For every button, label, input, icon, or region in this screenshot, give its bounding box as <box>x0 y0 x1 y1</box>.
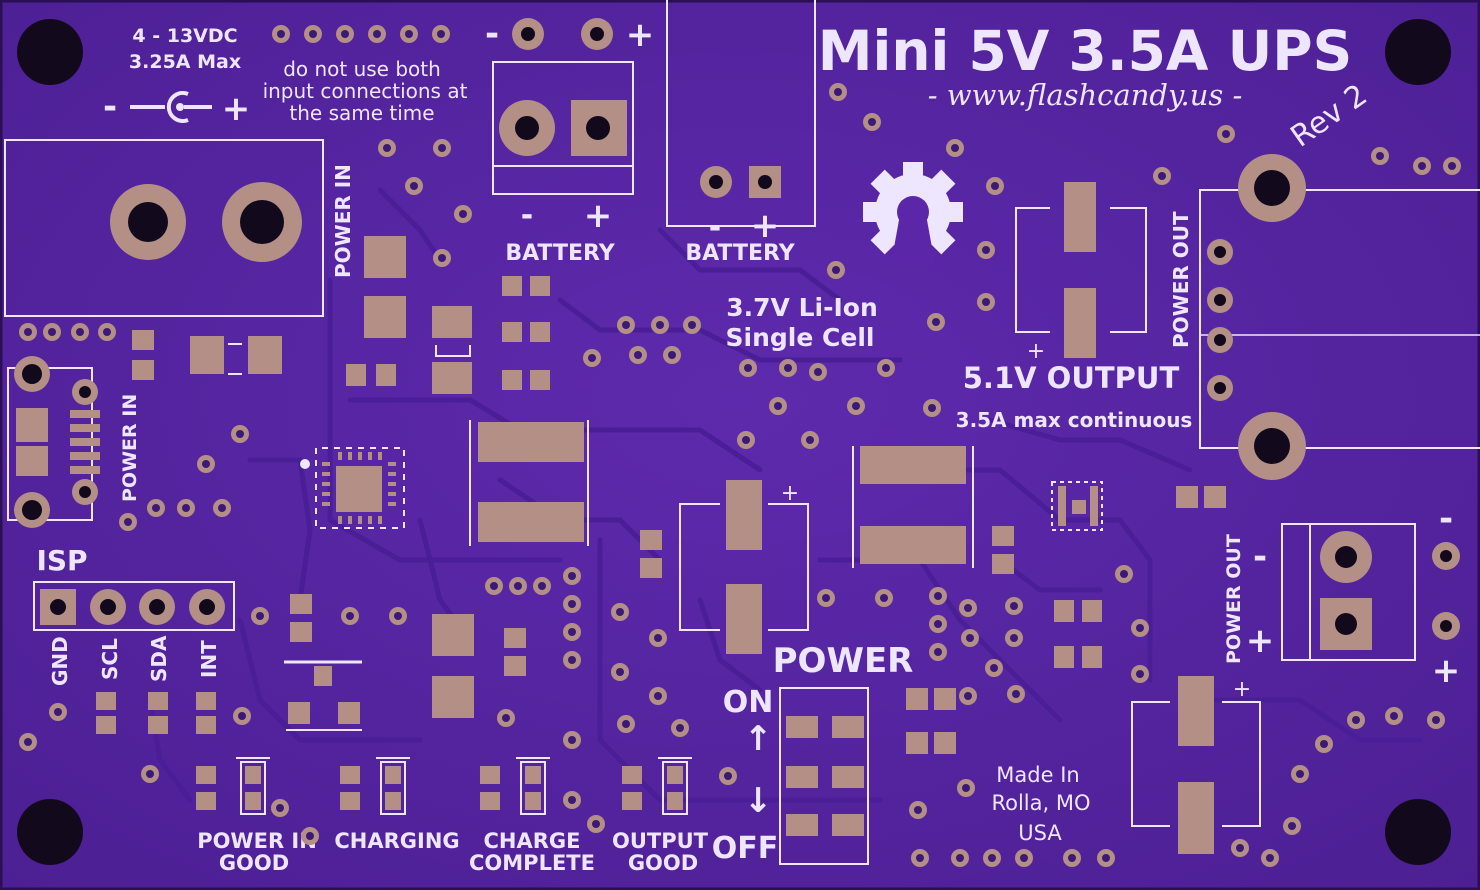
power-switch[interactable] <box>779 687 869 865</box>
vias <box>19 83 1461 867</box>
battery-2-plus: + <box>751 206 780 246</box>
isp-header-outline <box>33 581 235 631</box>
microcontroller-chip <box>300 447 405 529</box>
isp-title: ISP <box>36 544 87 577</box>
power-inductor-2 <box>852 446 974 568</box>
switch-on-label: ON <box>723 685 774 720</box>
battery-cell-line-2: Single Cell <box>726 323 875 352</box>
input-warning-line-2: input connections at <box>263 79 468 103</box>
battery-label-2: BATTERY <box>685 241 795 266</box>
battery-header-minus: - <box>485 14 499 54</box>
small-header <box>19 323 116 341</box>
diode-outline <box>435 345 471 357</box>
mounting-holes <box>17 19 1451 865</box>
origin-line-3: USA <box>1018 821 1062 845</box>
isp-pin-sda: SDA <box>147 635 171 682</box>
battery-header: - + <box>485 14 654 55</box>
capacitor-bottom-right: + <box>1131 676 1261 854</box>
output-header-minus: - <box>1439 499 1453 539</box>
power-out-label: POWER OUT <box>1169 211 1193 348</box>
led-charge-complete-line-2: COMPLETE <box>469 851 595 875</box>
led-indicators <box>196 757 692 815</box>
smd-components <box>96 236 1226 754</box>
led-power-in-good-line-1: POWER IN <box>197 829 317 853</box>
input-warning-line-3: the same time <box>289 101 434 125</box>
output-header-plus: + <box>1432 651 1461 691</box>
battery-cell-line-1: 3.7V Li-Ion <box>726 293 878 322</box>
open-hardware-gear-icon <box>863 162 963 264</box>
led-power-in-good-line-2: GOOD <box>219 851 289 875</box>
cap-br-plus: + <box>1233 677 1251 702</box>
usb-connector <box>7 356 100 528</box>
output-header-pins <box>1432 542 1460 640</box>
output-capacitor-top: + <box>1015 182 1147 364</box>
input-voltage: 4 - 13VDC <box>132 25 237 47</box>
resistor-outline <box>228 343 242 375</box>
output-terminal-plus: + <box>1246 621 1275 661</box>
usb-output-connector <box>1199 154 1480 480</box>
cap-top-plus: + <box>1027 339 1045 364</box>
power-in-label: POWER IN <box>331 164 355 278</box>
cap-mid-plus: + <box>781 481 799 506</box>
battery-1-minus: - <box>521 198 533 233</box>
power-inductor-1 <box>469 420 589 546</box>
isp-pin-int: INT <box>197 640 221 678</box>
switch-up-arrow-icon: ↑ <box>744 719 773 759</box>
switch-down-arrow-icon: ↓ <box>744 781 773 821</box>
battery-2-minus: - <box>709 210 721 245</box>
input-header-pins <box>272 25 450 43</box>
board-title: Mini 5V 3.5A UPS <box>818 19 1352 83</box>
board-website: - www.flashcandy.us - <box>928 78 1243 112</box>
led-charging: CHARGING <box>334 829 459 853</box>
output-voltage: 5.1V OUTPUT <box>963 361 1180 395</box>
battery-terminal-2: - + <box>666 0 816 246</box>
barrel-plus: + <box>222 89 251 129</box>
battery-label-1: BATTERY <box>505 241 615 266</box>
ic-small-outline <box>1051 481 1103 531</box>
barrel-minus: - <box>103 87 117 127</box>
switch-off-label: OFF <box>712 831 779 866</box>
barrel-jack-polarity-icon: - + <box>103 87 250 129</box>
power-out-label-2: POWER OUT <box>1223 534 1245 664</box>
output-terminal <box>1281 523 1416 661</box>
dc-terminal-outline <box>4 139 324 317</box>
led-output-good-line-2: GOOD <box>628 851 698 875</box>
origin-line-1: Made In <box>996 763 1079 787</box>
isp-pin-gnd: GND <box>48 636 72 686</box>
led-charge-complete-line-1: CHARGE <box>484 829 581 853</box>
battery-header-plus: + <box>626 15 655 55</box>
switch-title: POWER <box>773 641 914 681</box>
capacitor-middle: + <box>679 480 809 654</box>
battery-1-plus: + <box>584 196 613 236</box>
led-output-good-line-1: OUTPUT <box>612 829 709 853</box>
power-in-label-2: POWER IN <box>119 394 141 502</box>
input-warning-line-1: do not use both <box>283 57 441 81</box>
input-current: 3.25A Max <box>129 51 241 73</box>
output-current: 3.5A max continuous <box>956 408 1193 432</box>
switch-pads <box>786 716 864 836</box>
isp-pin-scl: SCL <box>98 638 122 680</box>
origin-line-2: Rolla, MO <box>991 791 1090 815</box>
output-terminal-minus: - <box>1253 537 1267 577</box>
isp-header-pins <box>40 589 225 625</box>
battery-terminal-1: - + <box>492 61 634 236</box>
